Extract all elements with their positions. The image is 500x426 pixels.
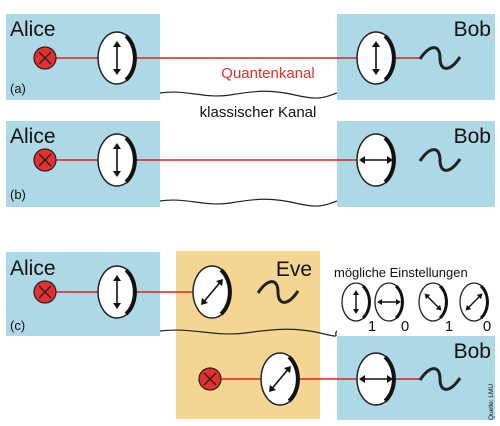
panel-b: Alice Bob (b)	[6, 121, 495, 207]
polarizer-icon	[97, 265, 137, 319]
quantum-channel-label: Quantenkanal	[221, 65, 314, 82]
source-credit: Quelle: LMU	[488, 384, 495, 420]
polarizer-icon	[260, 352, 300, 406]
classical-channel-label: klassischer Kanal	[200, 104, 317, 121]
bob-label-b: Bob	[454, 125, 491, 148]
classical-channel-wave-c	[159, 328, 338, 337]
polarizer-icon	[356, 31, 396, 85]
setting-polarizer-icon	[418, 282, 448, 322]
classical-channel-wave-a	[159, 90, 338, 99]
polarizer-icon	[192, 265, 232, 319]
setting-value: 1	[368, 318, 376, 335]
polarizer-icon	[356, 133, 396, 187]
emitter-icon	[33, 148, 57, 172]
panel-c-label: (c)	[10, 318, 25, 333]
emitter-icon	[33, 46, 57, 70]
detector-wave-icon	[418, 46, 462, 70]
panel-c: Alice Eve Bob (c) mögliche Einstellungen	[6, 251, 495, 420]
setting-value: 0	[483, 318, 491, 335]
detector-wave-icon	[418, 148, 462, 172]
setting-value: 1	[445, 318, 453, 335]
setting-polarizer-icon	[459, 282, 489, 322]
setting-polarizer-icon	[374, 282, 404, 322]
emitter-icon	[33, 280, 57, 304]
panel-b-label: (b)	[10, 187, 26, 202]
detector-wave-icon	[418, 367, 462, 391]
bob-label-c: Bob	[454, 340, 491, 363]
emitter-icon	[198, 367, 222, 391]
polarizer-icon	[97, 31, 137, 85]
detector-wave-icon	[256, 280, 300, 304]
possible-settings-label: mögliche Einstellungen	[334, 265, 468, 280]
alice-label-b: Alice	[10, 125, 56, 148]
alice-label-c: Alice	[10, 257, 56, 280]
polarizer-icon	[97, 133, 137, 187]
classical-channel-wave-b	[159, 198, 338, 207]
panel-a-label: (a)	[10, 81, 26, 96]
alice-label-a: Alice	[10, 18, 56, 41]
eve-label: Eve	[276, 258, 312, 281]
setting-polarizer-icon	[341, 282, 371, 322]
panel-a: Alice Bob Quantenkanal klassischer Kanal…	[6, 14, 495, 121]
bob-label-a: Bob	[454, 18, 491, 41]
polarizer-icon	[356, 352, 396, 406]
setting-value: 0	[401, 318, 409, 335]
